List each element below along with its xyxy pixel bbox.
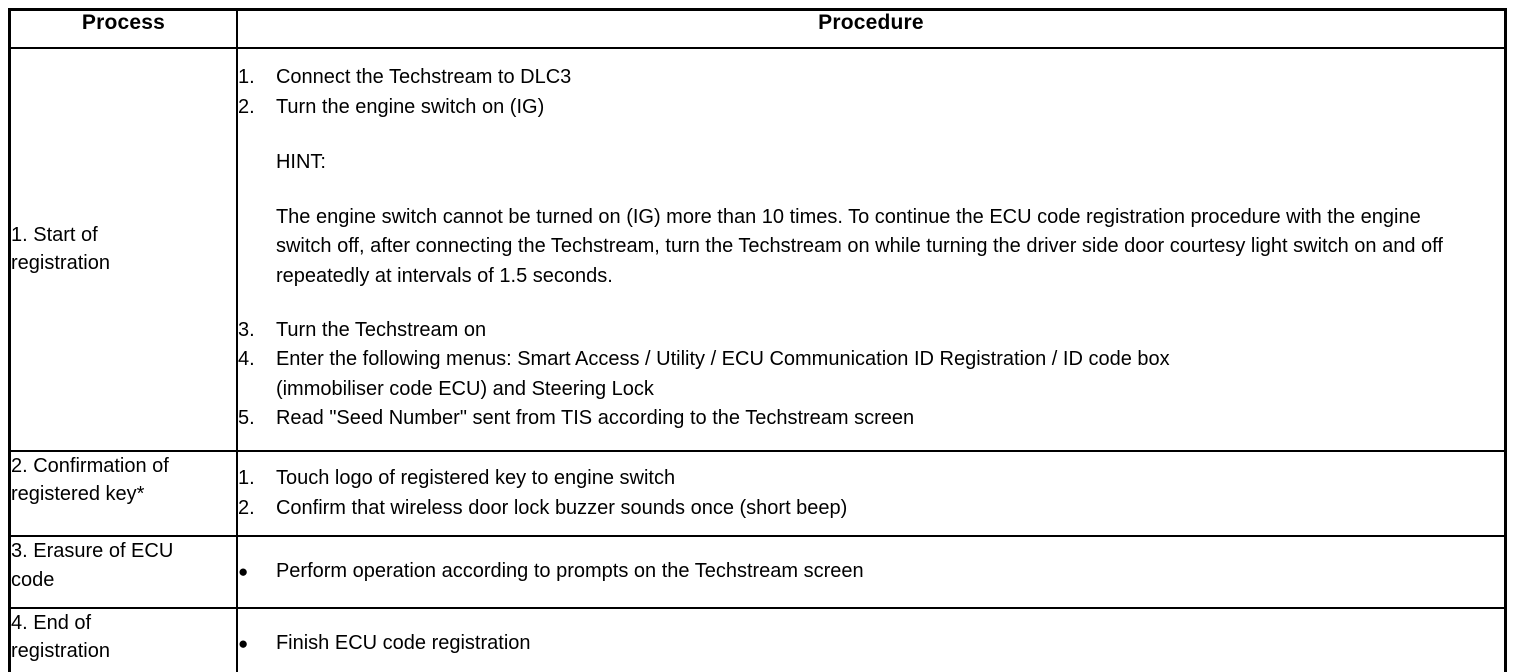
list-item: 1. Touch logo of registered key to engin…: [238, 464, 1504, 494]
step-marker: 1.: [237, 466, 255, 489]
table-row: 3. Erasure of ECU code ● Perform operati…: [8, 535, 1507, 609]
step-text: Perform operation according to prompts o…: [275, 560, 864, 583]
header-label-process: Process: [81, 11, 166, 34]
table-header: Process Procedure: [8, 8, 1507, 49]
list-item: 1. Connect the Techstream to DLC3: [238, 63, 1504, 93]
list-item: ● Finish ECU code registration: [238, 629, 1504, 659]
step-text: Enter the following menus: Smart Access …: [276, 345, 1504, 404]
process-cell-4: 4. End of registration: [8, 606, 238, 672]
process-cell-2: 2. Confirmation of registered key*: [8, 449, 238, 538]
step-marker: 4.: [237, 348, 255, 371]
header-cell-procedure: Procedure: [235, 8, 1507, 49]
table-row: 4. End of registration ● Finish ECU code…: [8, 606, 1507, 672]
procedure-cell-4: ● Finish ECU code registration: [235, 606, 1507, 672]
procedure-cell-2: 1. Touch logo of registered key to engin…: [235, 449, 1507, 538]
list-item: ● Perform operation according to prompts…: [238, 557, 1504, 587]
step-text-line-1: Enter the following menus: Smart Access …: [275, 348, 1170, 371]
step-text: Turn the Techstream on: [275, 318, 487, 341]
list-item: 2. Turn the engine switch on (IG): [238, 93, 1504, 123]
hint-body: The engine switch cannot be turned on (I…: [275, 205, 1443, 287]
process-cell-1: 1. Start of registration: [8, 47, 238, 452]
step-text: Turn the engine switch on (IG): [275, 95, 545, 118]
table-body: 1. Start of registration 1. Connect the …: [8, 47, 1507, 672]
process-label-2: 2. Confirmation of registered key*: [11, 454, 169, 506]
process-cell-3: 3. Erasure of ECU code: [8, 535, 238, 609]
step-marker: 2.: [237, 95, 255, 118]
bullet-icon: ●: [237, 562, 249, 582]
step-marker: 1.: [237, 66, 255, 88]
bullet-icon: ●: [237, 633, 249, 653]
process-label-4: 4. End of registration: [11, 611, 110, 663]
header-label-procedure: Procedure: [818, 11, 924, 34]
list-item: 3. Turn the Techstream on: [238, 316, 1504, 346]
procedure-cell-1: 1. Connect the Techstream to DLC3 2. Tur…: [235, 47, 1507, 452]
step-marker: 2.: [237, 496, 255, 519]
process-label-1: 1. Start of registration: [11, 224, 110, 275]
step-text: Read "Seed Number" sent from TIS accordi…: [275, 407, 915, 430]
step-text: Touch logo of registered key to engine s…: [275, 466, 676, 489]
list-item: 4. Enter the following menus: Smart Acce…: [238, 345, 1504, 404]
step-text: Confirm that wireless door lock buzzer s…: [275, 496, 848, 519]
process-label-3: 3. Erasure of ECU code: [11, 540, 174, 591]
hint-label: HINT:: [275, 151, 326, 174]
table-row: 2. Confirmation of registered key* 1. To…: [8, 449, 1507, 538]
table-row: 1. Start of registration 1. Connect the …: [8, 47, 1507, 452]
step-text: Finish ECU code registration: [275, 631, 531, 654]
list-item: 2. Confirm that wireless door lock buzze…: [238, 494, 1504, 524]
list-item: 5. Read "Seed Number" sent from TIS acco…: [238, 404, 1504, 434]
ecu-code-registration-table: Process Procedure 1. Start of registrati…: [8, 8, 1507, 672]
header-cell-process: Process: [8, 8, 238, 49]
step-marker: 3.: [237, 318, 255, 341]
step-marker: 5.: [237, 407, 255, 430]
spacer: [238, 292, 1504, 316]
step-text: Connect the Techstream to DLC3: [275, 66, 572, 88]
header-row: Process Procedure: [8, 8, 1507, 49]
step-text-line-2: (immobiliser code ECU) and Steering Lock: [275, 377, 654, 400]
procedure-cell-3: ● Perform operation according to prompts…: [235, 535, 1507, 609]
